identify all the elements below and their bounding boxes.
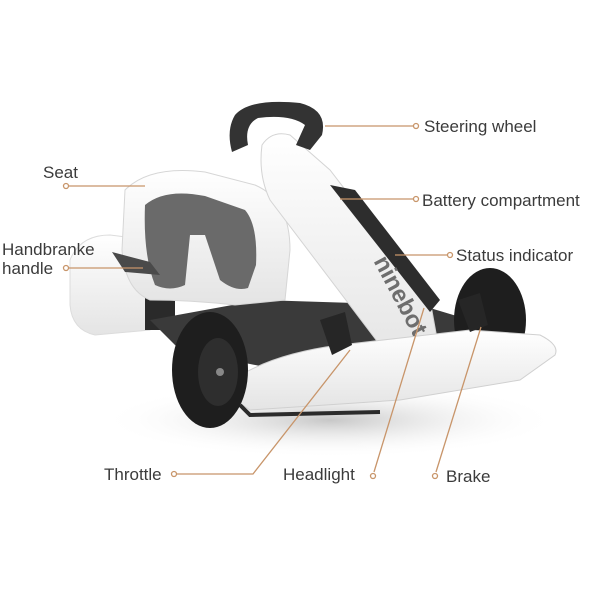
brake-pedal (458, 293, 488, 332)
leader-throttle (176, 349, 351, 475)
label-steering-wheel: Steering wheel (424, 117, 537, 136)
label-headlight: Headlight (283, 465, 355, 484)
label-brake: Brake (446, 467, 491, 486)
handbrake-handle (112, 252, 160, 275)
front-bar (238, 403, 381, 418)
throttle-pedal (320, 312, 352, 355)
seat-pad (144, 193, 257, 289)
label-seat: Seat (43, 163, 78, 182)
leader-headlight (373, 307, 425, 473)
leader-brake (435, 326, 482, 473)
label-status-indicator: Status indicator (456, 246, 574, 265)
steering-wheel (229, 101, 324, 152)
label-battery-compartment: Battery compartment (422, 191, 580, 210)
label-handbrake-line1: Handbranke (2, 240, 95, 259)
label-handbrake-line2: handle (2, 259, 54, 278)
leader-lines (62, 122, 482, 480)
battery-compartment-trim (330, 185, 440, 312)
wheel-hub (216, 368, 224, 376)
label-throttle: Throttle (104, 465, 162, 484)
